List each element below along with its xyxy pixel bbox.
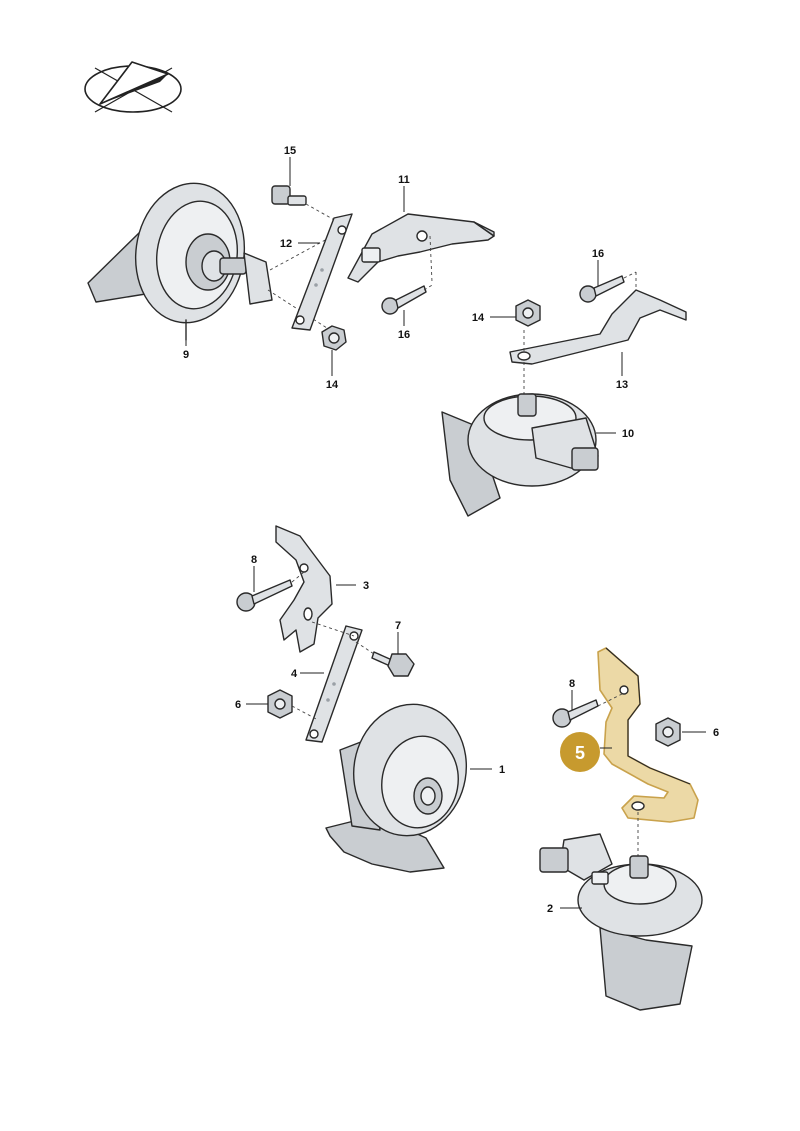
bracket-13[interactable]: [509, 289, 687, 365]
bracket-3[interactable]: [275, 525, 333, 653]
leader-lines: [185, 157, 706, 909]
label-16-left[interactable]: 16: [398, 329, 410, 341]
strap-4[interactable]: [305, 625, 363, 743]
screw-8-left[interactable]: [236, 579, 293, 612]
part-labels: 15 11 12 16 14 9 16 14 13 10 8 3 4 7 6 1…: [183, 145, 719, 915]
horn-1[interactable]: [325, 695, 477, 873]
label-2[interactable]: 2: [547, 903, 553, 915]
part-5-callout-badge[interactable]: 5: [560, 732, 612, 772]
screw-16-right[interactable]: [579, 275, 625, 303]
screw-8-right[interactable]: [552, 699, 599, 728]
nut-14-right[interactable]: [515, 299, 541, 327]
label-8-right[interactable]: 8: [569, 678, 575, 690]
nut-6-right[interactable]: [655, 717, 681, 747]
strap-12[interactable]: [291, 213, 353, 331]
orientation-arrow-icon: [84, 61, 182, 113]
label-7[interactable]: 7: [395, 620, 401, 632]
label-16-right[interactable]: 16: [592, 248, 604, 260]
label-9[interactable]: 9: [183, 349, 189, 361]
screw-16-left[interactable]: [381, 285, 427, 315]
label-12[interactable]: 12: [280, 238, 292, 250]
nut-14-left[interactable]: [321, 325, 347, 351]
horn-2[interactable]: [539, 833, 703, 1011]
label-13[interactable]: 13: [616, 379, 628, 391]
label-3[interactable]: 3: [363, 580, 369, 592]
bracket-5[interactable]: [597, 647, 699, 823]
bolt-15[interactable]: [271, 185, 307, 206]
badge-label-5: 5: [575, 743, 585, 763]
label-6-right[interactable]: 6: [713, 727, 719, 739]
label-14-left[interactable]: 14: [326, 379, 339, 391]
bracket-11[interactable]: [347, 213, 495, 283]
label-8-left[interactable]: 8: [251, 554, 257, 566]
label-10[interactable]: 10: [622, 428, 634, 440]
label-6-left[interactable]: 6: [235, 699, 241, 711]
label-14-right[interactable]: 14: [472, 312, 485, 324]
label-4[interactable]: 4: [291, 668, 298, 680]
nut-6-left[interactable]: [267, 689, 293, 719]
label-15[interactable]: 15: [284, 145, 296, 157]
label-11[interactable]: 11: [398, 174, 410, 186]
horn-9[interactable]: [87, 176, 273, 341]
horn-10[interactable]: [441, 393, 599, 517]
label-1[interactable]: 1: [499, 764, 505, 776]
bolt-7[interactable]: [371, 651, 415, 677]
